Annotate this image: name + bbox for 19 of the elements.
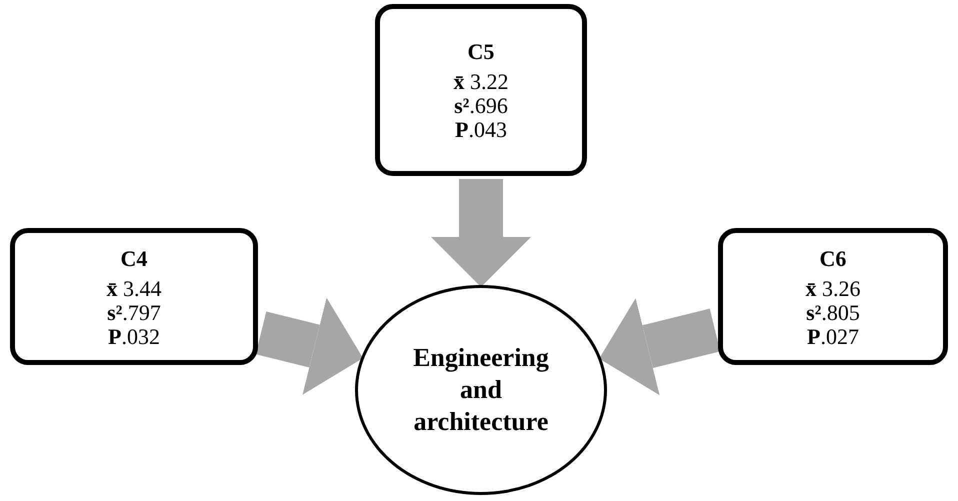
stat-value: s².805 [806,300,860,324]
block-arrow [256,298,364,395]
stat-value: P.043 [455,118,507,142]
block-arrow [431,179,531,287]
stat-box [375,4,587,176]
stat-value: P.032 [108,324,160,348]
stat-value: x̄ 3.44 [106,276,162,300]
stat-value: x̄ 3.22 [454,70,508,94]
block-arrow [599,298,720,396]
stat-box [10,228,258,365]
stat-value: s².797 [107,300,161,324]
box-heading: C6 [820,244,846,272]
stat-value: P.027 [807,324,859,348]
box-heading: C4 [120,244,148,272]
node-label: Engineering and architecture [412,342,550,438]
stat-value: s².696 [454,94,508,118]
stat-box [718,228,948,365]
box-heading: C5 [468,38,494,66]
stat-value: x̄ 3.26 [806,276,860,300]
